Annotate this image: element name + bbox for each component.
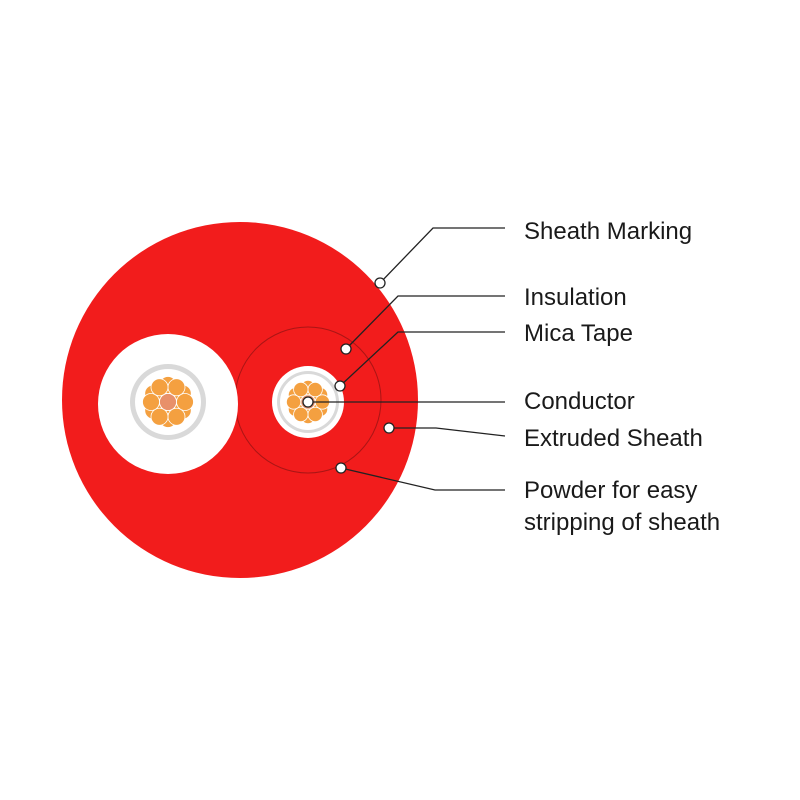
label-mica-tape: Mica Tape [524, 320, 633, 347]
right-core-strand [285, 394, 302, 410]
left-core-strand [150, 407, 169, 426]
leader-extruded-sheath [389, 427, 506, 437]
label-conductor: Conductor [524, 388, 635, 415]
label-extruded-sheath: Extruded Sheath [524, 425, 703, 452]
leader-mica-tape [339, 331, 505, 387]
label-insulation: Insulation [524, 284, 627, 311]
marker-mica-tape [334, 380, 346, 392]
leader-powder [340, 467, 505, 491]
marker-powder [335, 462, 347, 474]
left-core [98, 334, 238, 474]
right-core-conductor [285, 379, 330, 424]
left-core-strand [142, 393, 160, 411]
right-core-strand [307, 381, 323, 398]
left-core-strand [176, 393, 194, 411]
right-core-strand [293, 381, 309, 398]
leader-insulation [345, 295, 505, 350]
left-core-conductor [142, 376, 194, 428]
left-core-strand [167, 378, 186, 397]
outer-sheath [62, 222, 418, 578]
left-core-strand [167, 407, 186, 426]
marker-extruded-sheath [383, 422, 395, 434]
marker-insulation [340, 343, 352, 355]
left-core-strand [150, 378, 169, 397]
label-powder-line2: stripping of sheath [524, 509, 720, 536]
label-sheath-marking: Sheath Marking [524, 218, 692, 245]
leader-sheath-marking [379, 227, 505, 284]
marker-sheath-marking [374, 277, 386, 289]
label-powder-line1: Powder for easy [524, 477, 697, 504]
right-core-strand [307, 406, 323, 423]
right-core-strand [293, 406, 309, 423]
left-core-strand [159, 393, 177, 411]
marker-conductor [302, 396, 314, 408]
